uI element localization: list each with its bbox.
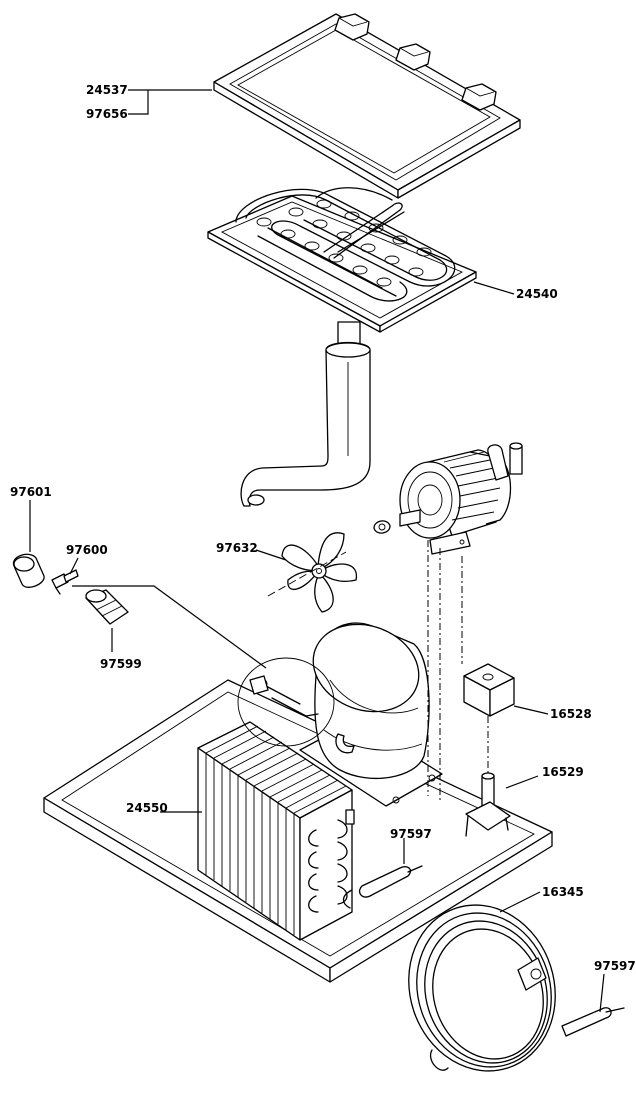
dryer-cap [12,553,45,588]
evaporator-tray [207,187,477,333]
label-97599: 97599 [100,657,142,671]
label-24537: 24537 [86,83,128,97]
fitting-leader-line [72,585,267,669]
label-97601: 97601 [10,485,52,499]
solenoid-coil [463,663,515,717]
label-16345: 16345 [542,885,584,899]
solenoid-valve [465,772,511,837]
assembly-center-lines [427,540,489,800]
label-97600: 97600 [66,543,108,557]
label-97632: 97632 [216,541,258,555]
label-24540: 24540 [516,287,558,301]
label-97597-lower: 97597 [594,959,636,973]
label-16529: 16529 [542,765,584,779]
label-97656: 97656 [86,107,128,121]
access-fitting [85,589,129,625]
label-16528: 16528 [550,707,592,721]
coiled-tube [408,904,625,1072]
leader-lines [29,89,605,1013]
condenser [197,721,355,941]
compressor [237,622,443,807]
fan-motor [373,442,523,555]
valve-core [51,569,79,595]
lid-gasket-panel [213,13,521,199]
drain-tube [240,321,371,507]
capillary-tube-dryer [342,865,423,909]
label-97597-upper: 97597 [390,827,432,841]
label-24550: 24550 [126,801,168,815]
fan-blade [267,532,357,613]
